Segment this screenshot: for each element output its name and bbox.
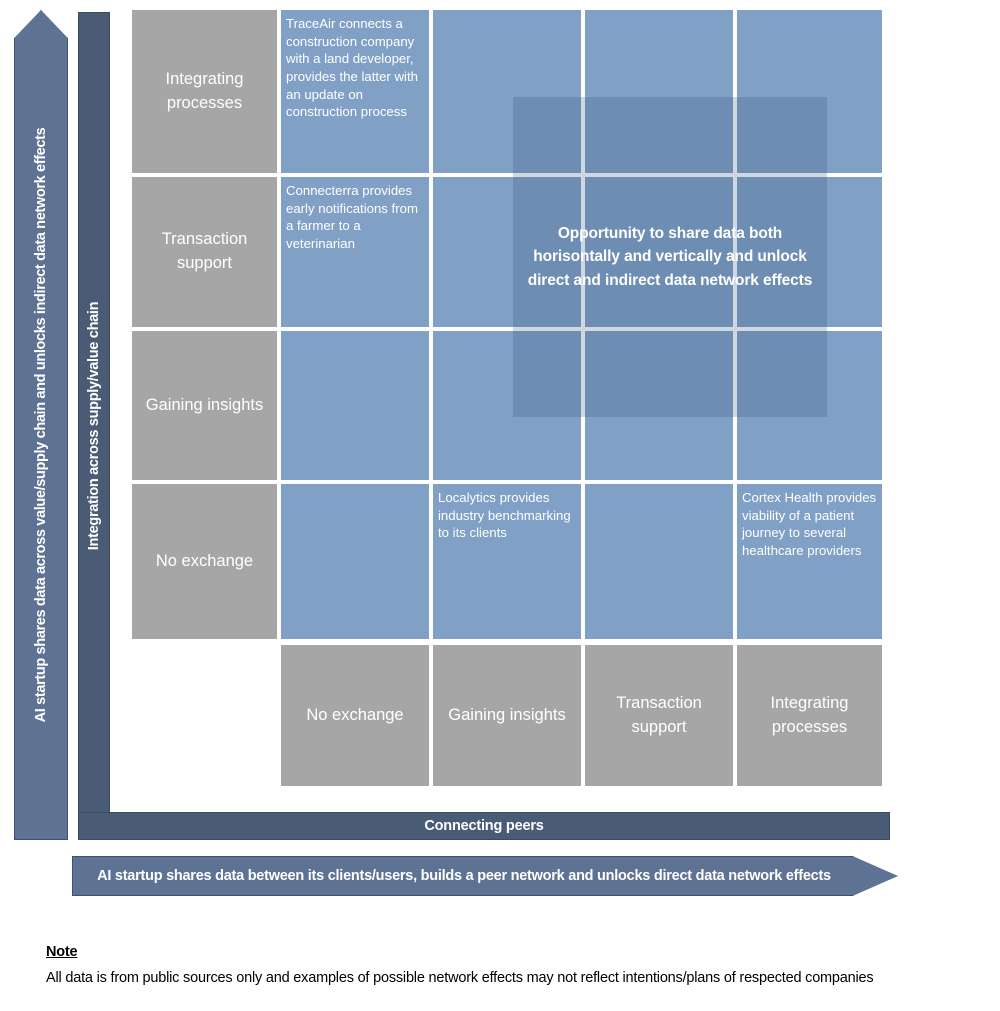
matrix-cell-r2c4[interactable]	[736, 176, 883, 328]
matrix-cell-r3c1[interactable]	[280, 330, 430, 481]
vertical-axis-arrow: AI startup shares data across value/supp…	[14, 10, 68, 840]
note-body: All data is from public sources only and…	[46, 970, 874, 986]
vertical-axis-bar: Integration across supply/value chain	[78, 12, 110, 840]
vertical-axis-arrow-label: AI startup shares data across value/supp…	[33, 127, 49, 723]
note-title: Note	[46, 944, 78, 960]
matrix-cell-r1c4[interactable]	[736, 9, 883, 174]
row-label-no-exchange: No exchange	[131, 483, 278, 640]
column-label-transaction-support: Transaction support	[584, 644, 734, 787]
matrix-cell-r4c3[interactable]	[584, 483, 734, 640]
vertical-axis-bar-label: Integration across supply/value chain	[86, 301, 102, 551]
note-block: Note All data is from public sources onl…	[46, 944, 986, 986]
column-label-integrating-processes: Integrating processes	[736, 644, 883, 787]
horizontal-axis-bar-label: Connecting peers	[424, 818, 544, 834]
matrix-grid: Integrating processes TraceAir connects …	[131, 9, 883, 787]
matrix-cell-r4c4[interactable]: Cortex Health provides viability of a pa…	[736, 483, 883, 640]
matrix-cell-r4c1[interactable]	[280, 483, 430, 640]
matrix-cell-r4c2[interactable]: Localytics provides industry benchmarkin…	[432, 483, 582, 640]
matrix-cell-r3c4[interactable]	[736, 330, 883, 481]
row-label-gaining-insights: Gaining insights	[131, 330, 278, 481]
opportunity-overlay-text: Opportunity to share data both horisonta…	[527, 225, 813, 289]
column-label-gaining-insights: Gaining insights	[432, 644, 582, 787]
matrix-cell-r2c2[interactable]	[432, 176, 582, 328]
matrix-cell-r2c3[interactable]	[584, 176, 734, 328]
horizontal-axis-arrow-label: AI startup shares data between its clien…	[97, 868, 831, 884]
matrix-cell-r3c2[interactable]	[432, 330, 582, 481]
column-label-no-exchange: No exchange	[280, 644, 430, 787]
matrix-cell-r1c3[interactable]	[584, 9, 734, 174]
matrix-cell-r3c3[interactable]	[584, 330, 734, 481]
horizontal-axis-arrow: AI startup shares data between its clien…	[72, 856, 898, 896]
row-label-integrating-processes: Integrating processes	[131, 9, 278, 174]
matrix-corner-spacer	[131, 644, 278, 787]
matrix-cell-r1c2[interactable]	[432, 9, 582, 174]
matrix-cell-r2c1[interactable]: Connecterra provides early notifications…	[280, 176, 430, 328]
matrix-cell-r1c1[interactable]: TraceAir connects a construction company…	[280, 9, 430, 174]
opportunity-overlay: Opportunity to share data both horisonta…	[513, 97, 827, 417]
horizontal-axis-bar: Connecting peers	[78, 812, 890, 840]
row-label-transaction-support: Transaction support	[131, 176, 278, 328]
